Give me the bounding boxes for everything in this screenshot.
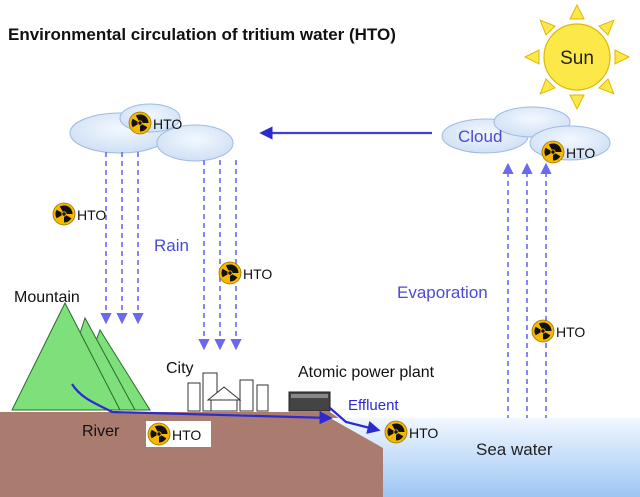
city-label: City [166, 360, 194, 377]
river [71, 383, 333, 425]
hto-marker-rain: HTO [218, 261, 272, 285]
hto-marker-evaporation: HTO [531, 319, 585, 343]
radiation-icon [531, 319, 555, 343]
svg-text:HTO: HTO [77, 207, 106, 223]
radiation-icon [541, 140, 565, 164]
diagram-title: Environmental circulation of tritium wat… [8, 25, 396, 44]
cloud-label: Cloud [458, 127, 502, 146]
hto-marker-cloud-right: HTO [541, 140, 595, 164]
ground [0, 412, 383, 497]
right-cloud [441, 106, 611, 161]
rain-arrows-mountain [100, 152, 144, 325]
sea-water-area [330, 418, 640, 497]
radiation-icon [147, 422, 171, 446]
radiation-icon [128, 111, 152, 135]
hto-marker-river: HTO [146, 421, 211, 447]
hto-marker-sea: HTO [384, 420, 438, 444]
rain-arrows-city [198, 160, 242, 351]
hto-marker-air: HTO [52, 202, 106, 226]
evaporation-arrows [502, 162, 552, 420]
svg-text:HTO: HTO [409, 425, 438, 441]
svg-text:HTO: HTO [566, 145, 595, 161]
power-plant-roof [291, 394, 328, 398]
radiation-icon [218, 261, 242, 285]
mountain-label: Mountain [14, 289, 80, 306]
radiation-icon [52, 202, 76, 226]
effluent-label: Effluent [348, 397, 399, 414]
city-buildings [187, 372, 269, 412]
hto-marker-cloud-left: HTO [128, 111, 182, 135]
evaporation-label: Evaporation [397, 283, 488, 302]
rain-label: Rain [154, 236, 189, 255]
sun-icon [523, 3, 631, 111]
svg-text:HTO: HTO [556, 324, 585, 340]
effluent-arrow [329, 407, 381, 434]
left-cloud [69, 103, 234, 162]
sea-water-label: Sea water [476, 440, 553, 459]
radiation-icon [384, 420, 408, 444]
power-plant-label: Atomic power plant [298, 364, 435, 381]
river-label: River [82, 423, 120, 440]
sun-label: Sun [560, 48, 594, 69]
svg-text:HTO: HTO [153, 116, 182, 132]
svg-text:HTO: HTO [172, 427, 201, 443]
svg-text:HTO: HTO [243, 266, 272, 282]
